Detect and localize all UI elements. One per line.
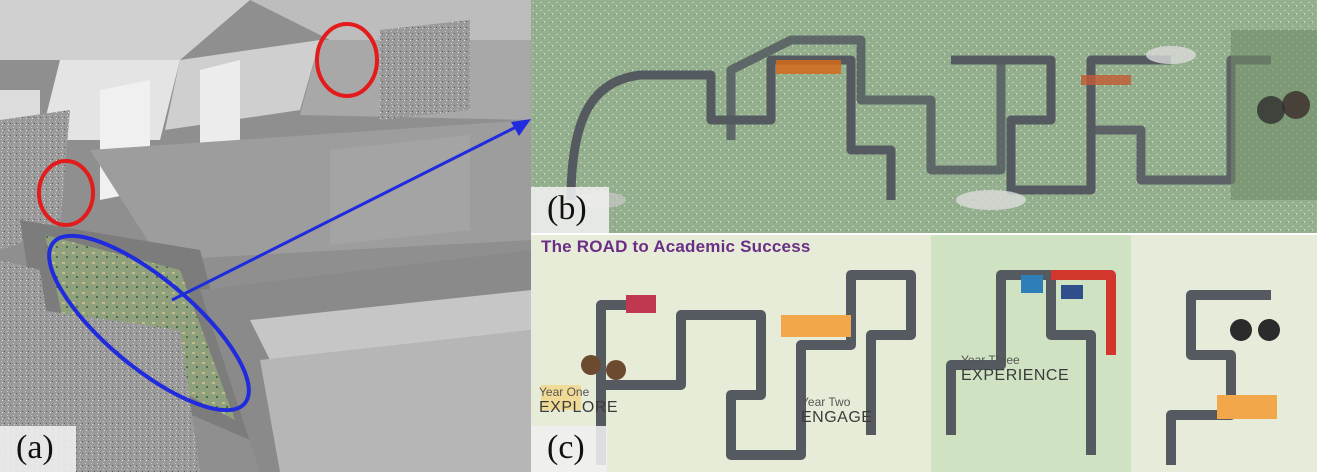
panel-a-building-model: (a) (0, 0, 531, 472)
panel-b-reconstructed-mural: (b) (531, 0, 1317, 233)
year-two-label: Year Two ENGAGE (801, 395, 872, 427)
arrow-line (171, 123, 521, 302)
year-one-label: Year One EXPLORE (539, 385, 618, 417)
building-model-render (0, 0, 531, 472)
poster-title: The ROAD to Academic Success (541, 237, 811, 256)
year-three-name: Year Three (961, 353, 1020, 367)
year-three-theme: EXPERIENCE (961, 367, 1070, 384)
year-three-label: Year Three EXPERIENCE (961, 353, 1069, 385)
highlight-circle-left (37, 159, 95, 227)
panel-label-b: (b) (531, 187, 609, 233)
arrow-head (511, 119, 531, 136)
panel-label-a: (a) (0, 426, 76, 472)
poster-illustration (531, 235, 1317, 472)
highlight-ellipse-mural (47, 233, 251, 413)
panel-label-c: (c) (531, 426, 607, 472)
highlight-circle-top (315, 22, 379, 98)
year-one-name: Year One (539, 385, 590, 399)
panel-c-original-poster: The ROAD to Academic Success Year One EX… (531, 235, 1317, 472)
reconstructed-mural-render (531, 0, 1317, 233)
year-two-theme: ENGAGE (801, 409, 873, 426)
year-two-name: Year Two (801, 395, 851, 409)
year-one-theme: EXPLORE (539, 399, 619, 416)
